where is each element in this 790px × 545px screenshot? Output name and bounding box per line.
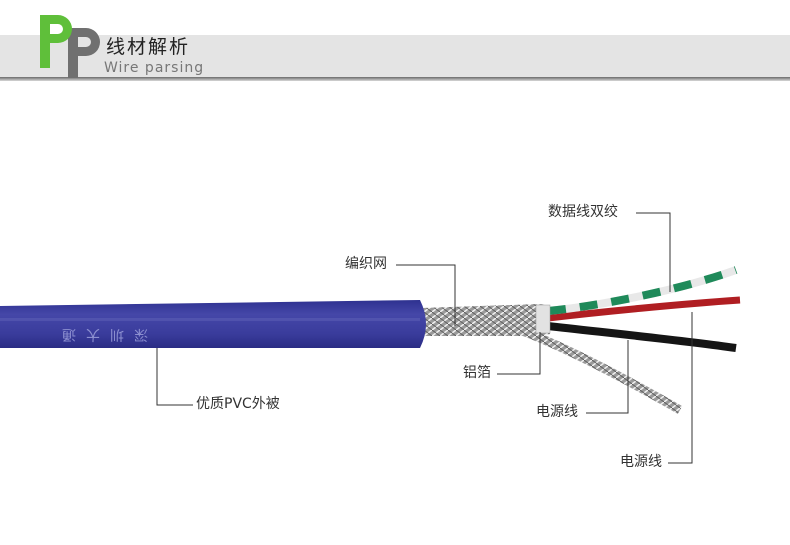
label-power-wire-1: 电源线 <box>536 404 578 420</box>
logo-p-green <box>40 15 72 68</box>
leader-lines <box>156 212 693 464</box>
black-wire <box>547 322 737 352</box>
label-data-twisted-pair: 数据线双绞 <box>548 204 618 220</box>
label-power-wire-2: 电源线 <box>620 454 662 470</box>
pvc-jacket <box>0 300 426 348</box>
header-shadow <box>0 77 790 81</box>
section-subtitle: Wire parsing <box>104 60 205 76</box>
logo-p-gray <box>68 28 100 78</box>
pp-logo <box>40 15 100 78</box>
section-title: 线材解析 <box>106 36 191 58</box>
green-wire <box>547 266 738 315</box>
label-braid: 编织网 <box>345 256 387 272</box>
label-foil: 铝箔 <box>463 365 491 381</box>
braid-shield <box>422 304 550 336</box>
label-pvc-jacket: 优质PVC外被 <box>196 396 280 412</box>
aluminum-foil <box>535 304 551 334</box>
header-band <box>0 35 790 77</box>
red-wire <box>547 296 741 322</box>
jacket-print-text: 深圳大通 <box>52 326 148 342</box>
